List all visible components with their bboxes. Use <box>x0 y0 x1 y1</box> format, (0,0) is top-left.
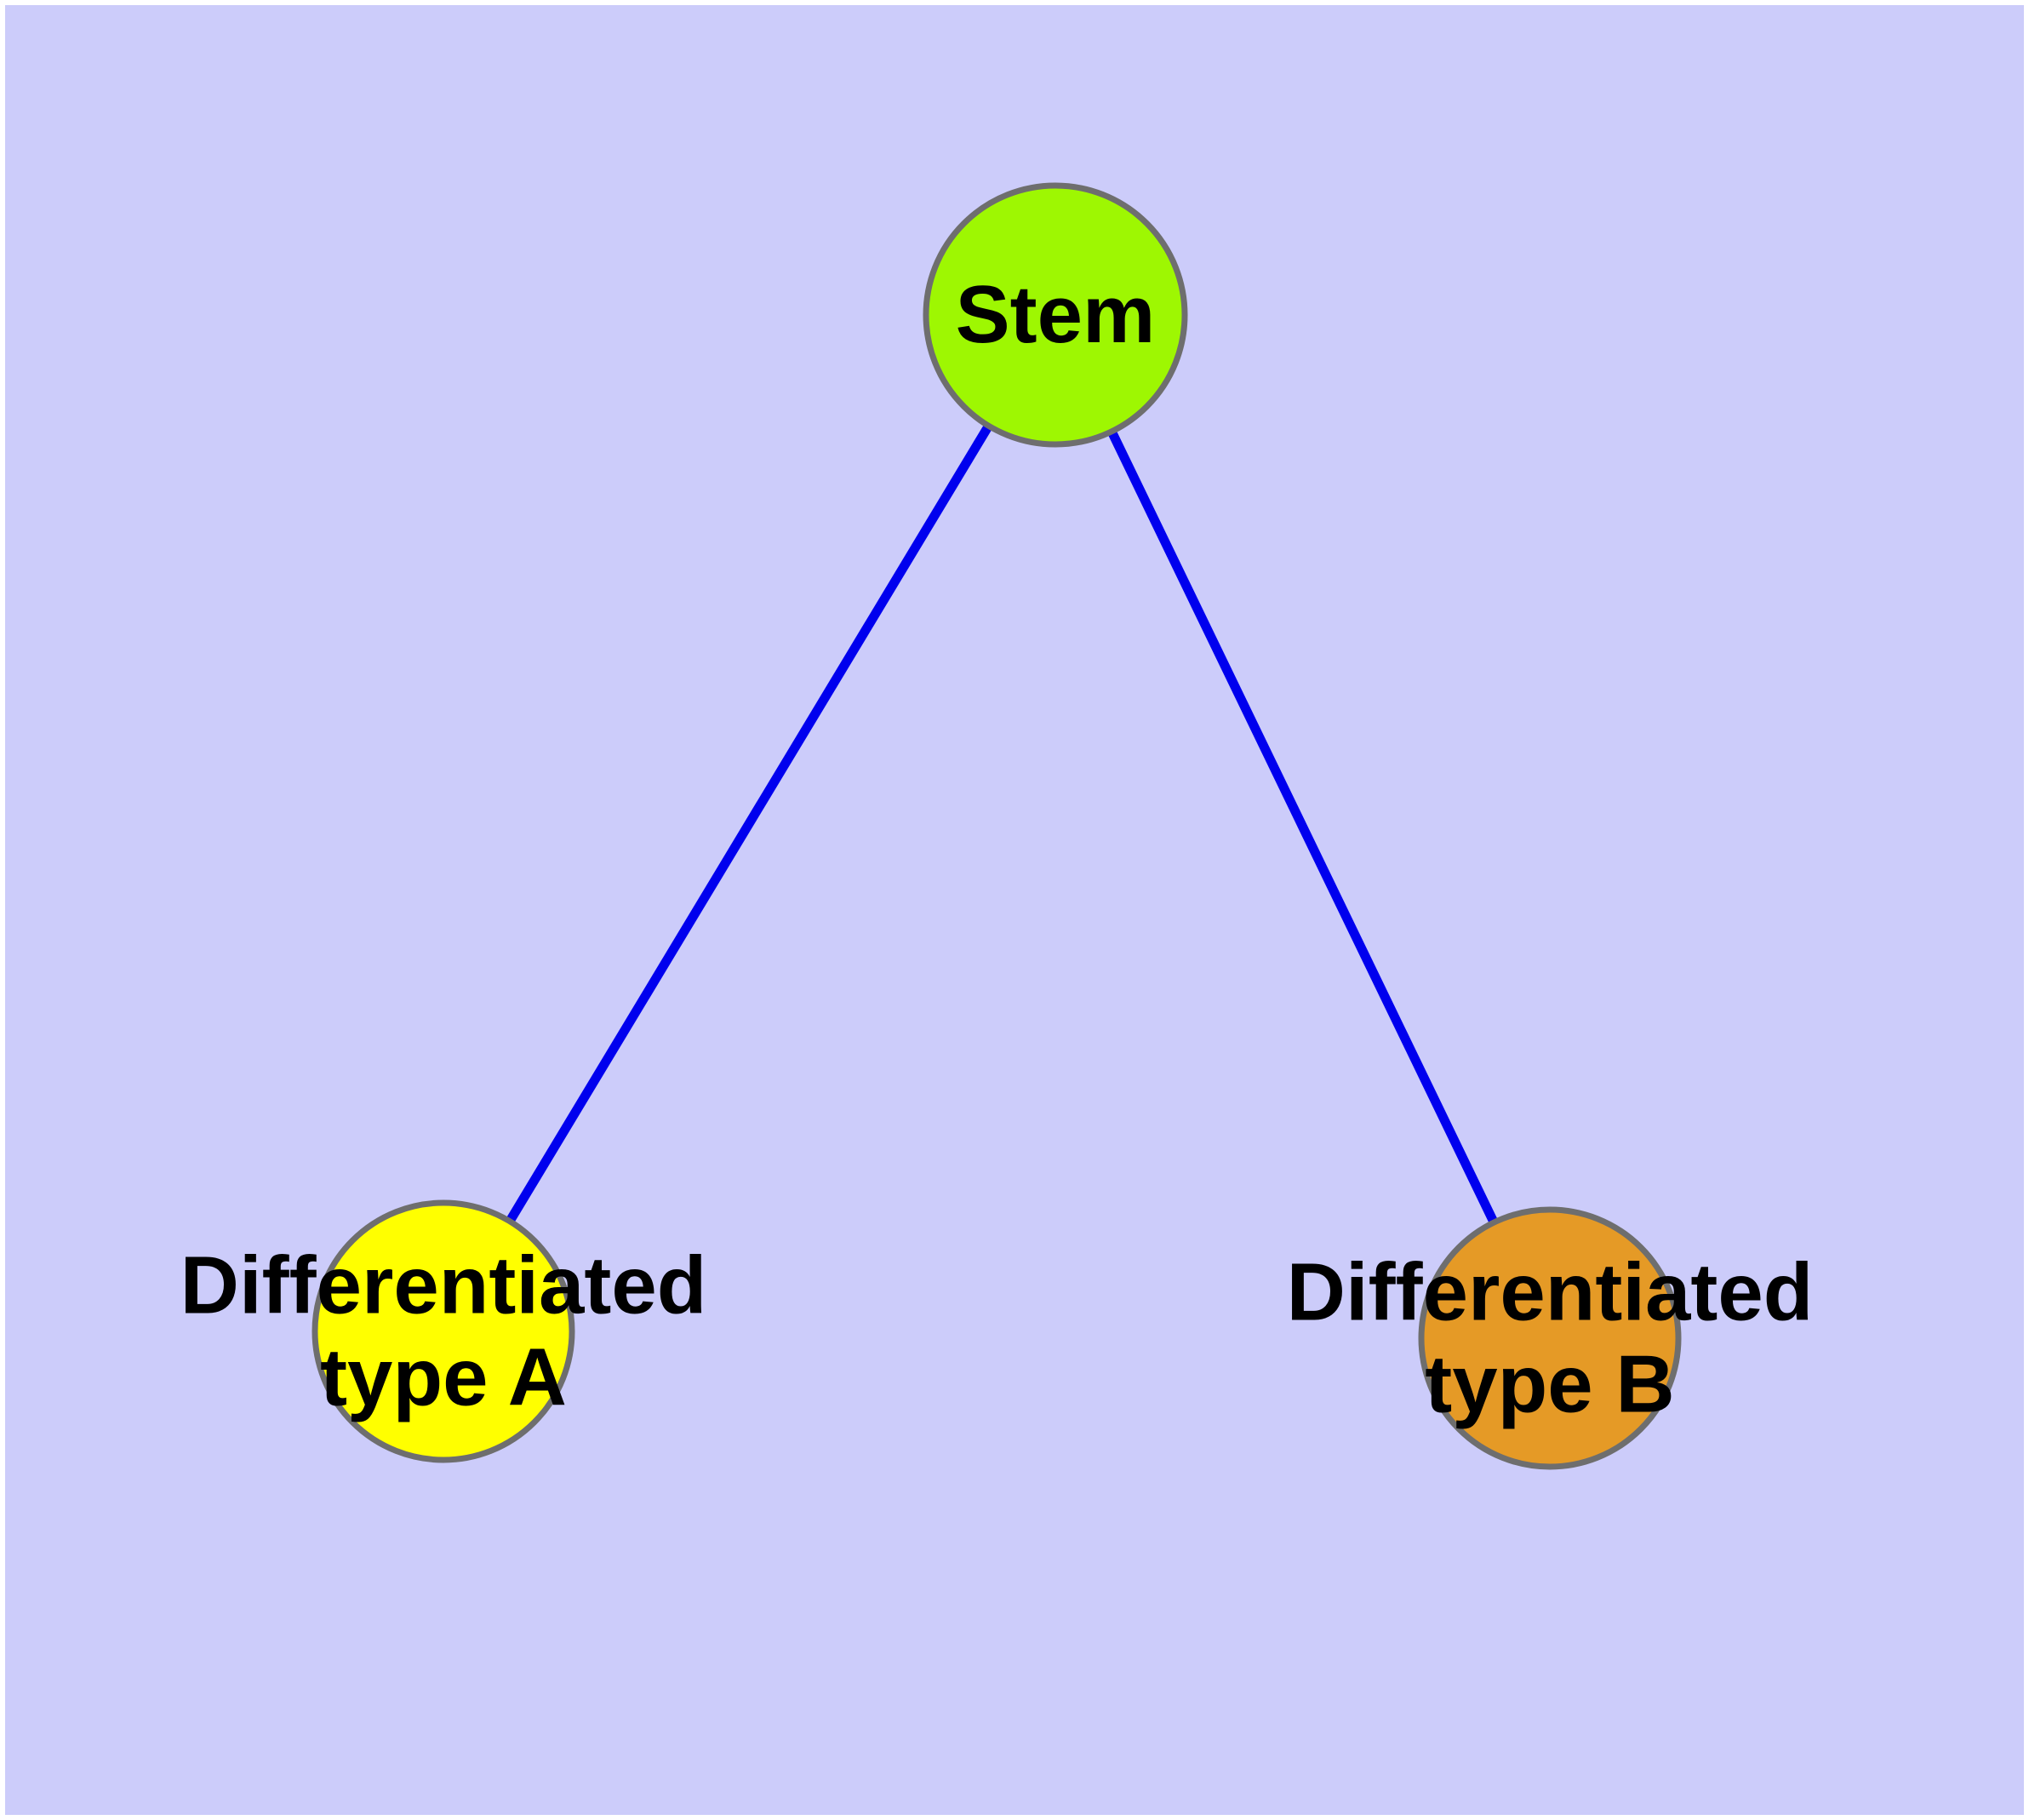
graph-edge-stem-diff_b <box>1051 312 1554 1341</box>
graph-node-diff_a[interactable] <box>311 1199 575 1463</box>
nodes-group <box>311 182 1682 1470</box>
graph-edge-stem-diff_a <box>439 312 1060 1334</box>
graph-node-diff_b[interactable] <box>1418 1206 1682 1470</box>
graph-node-stem[interactable] <box>923 182 1188 448</box>
edges-group <box>439 312 1554 1341</box>
